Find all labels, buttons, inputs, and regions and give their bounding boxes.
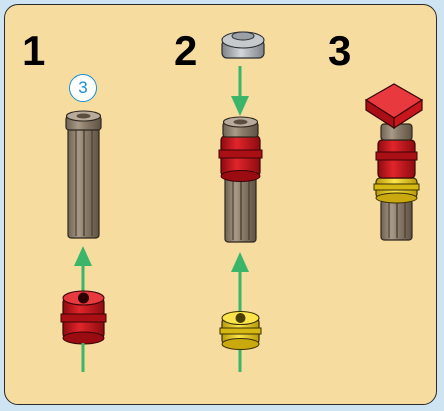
down-arrow-icon xyxy=(231,66,249,116)
step-1-axle xyxy=(65,110,102,239)
step-2-gray-stud xyxy=(221,31,265,59)
step-2-number: 2 xyxy=(174,27,198,74)
step-1-red-bush xyxy=(60,290,107,345)
step-3-assembled-part xyxy=(364,83,424,241)
step-1-number: 1 xyxy=(22,27,46,74)
step-2-axle-assembly xyxy=(218,116,263,243)
quantity-badge: 3 xyxy=(69,74,97,102)
step-3-number: 3 xyxy=(328,27,352,74)
step-2-yellow-bush xyxy=(219,310,262,350)
